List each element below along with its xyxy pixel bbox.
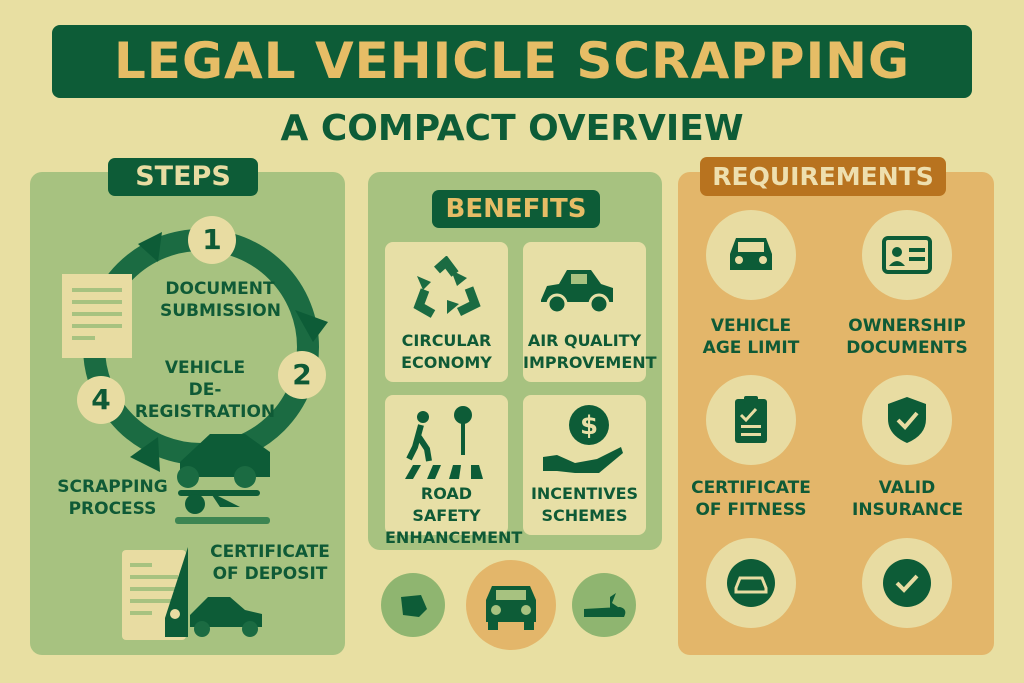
benefit-tile-air-quality: AIR QUALITY IMPROVEMENT [523, 242, 657, 382]
requirement-icon-circle [706, 210, 796, 300]
label-line: DOCUMENT [165, 279, 275, 299]
label-line: SCRAPPING [57, 477, 168, 497]
label-line: VEHICLE [164, 358, 246, 378]
car-front-icon [486, 586, 536, 630]
certificate-truck-icon [122, 547, 262, 640]
label-line: ROAD SAFETY [412, 484, 481, 525]
shield-check-icon [888, 397, 926, 443]
car-icon [730, 238, 772, 270]
clipboard-check-icon [735, 396, 767, 443]
benefit-label: CIRCULAR ECONOMY [385, 330, 508, 374]
label-line: OF DEPOSIT [212, 564, 328, 584]
requirement-icon-circle [862, 210, 952, 300]
benefit-tile-road-safety: ROAD SAFETY ENHANCEMENT [385, 395, 522, 547]
label-line: CERTIFICATE [210, 542, 330, 562]
label-line: PROCESS [68, 499, 157, 519]
label-line: SUBMISSION [160, 301, 281, 321]
requirement-icon-circle [862, 375, 952, 465]
steps-header: STEPS [108, 158, 258, 196]
benefit-label: ROAD SAFETY ENHANCEMENT [385, 483, 523, 549]
check-circle-icon [883, 559, 931, 607]
label-line: CERTIFICATE [691, 478, 811, 498]
label-line: DOCUMENTS [846, 338, 968, 358]
label-line: AGE LIMIT [702, 338, 800, 358]
dollar-hand-icon: $ [543, 405, 623, 473]
pedestrian-crossing-icon [405, 406, 483, 479]
scrap-parts-icon [584, 593, 626, 617]
svg-text:$: $ [580, 411, 598, 441]
requirement-icon-circle [706, 538, 796, 628]
step-number-4: 4 [77, 376, 125, 424]
label-line: VEHICLE [710, 316, 792, 336]
document-icon [62, 274, 132, 358]
step-number-2: 2 [278, 351, 326, 399]
label-line: DE-REGISTRATION [134, 380, 276, 422]
recycle-icon [413, 256, 481, 318]
scrap-metal-icon [401, 595, 427, 617]
requirement-icon-circle [706, 375, 796, 465]
car-icon [727, 559, 775, 607]
benefit-label: INCENTIVES SCHEMES [523, 483, 646, 527]
arrow-head-icon [138, 232, 162, 262]
requirement-icon-circle [862, 538, 952, 628]
label-line: SCHEMES [541, 506, 628, 525]
label-line: OWNERSHIP [848, 316, 966, 336]
label-line: INSURANCE [852, 500, 964, 520]
car-on-lift-icon [175, 434, 270, 524]
label-line: OF FITNESS [695, 500, 807, 520]
label-line: IMPROVEMENT [523, 353, 657, 372]
benefit-label: AIR QUALITY IMPROVEMENT [523, 330, 657, 374]
benefit-tile-circular-economy: CIRCULAR ECONOMY [385, 242, 508, 382]
label-line: VALID [878, 478, 936, 498]
title-banner: LEGAL VEHICLE SCRAPPING [52, 25, 972, 98]
label-line: ENHANCEMENT [385, 528, 523, 547]
car-badge [466, 560, 556, 650]
subtitle: A COMPACT OVERVIEW [280, 108, 744, 149]
label-line: AIR QUALITY [527, 331, 642, 350]
benefit-tile-incentives: $ INCENTIVES SCHEMES [523, 395, 646, 535]
requirements-header: REQUIREMENTS [700, 157, 946, 196]
benefits-header: BENEFITS [432, 190, 600, 228]
arrow-head-icon [130, 437, 160, 472]
arrow-head-icon [295, 310, 328, 342]
label-line: ECONOMY [401, 353, 492, 372]
id-card-icon [882, 236, 932, 274]
label-line: INCENTIVES [530, 484, 639, 503]
label-line: CIRCULAR [401, 331, 492, 350]
car-icon [541, 270, 613, 315]
step-number-1: 1 [188, 216, 236, 264]
parts-badge [572, 573, 636, 637]
scrap-metal-badge [381, 573, 445, 637]
